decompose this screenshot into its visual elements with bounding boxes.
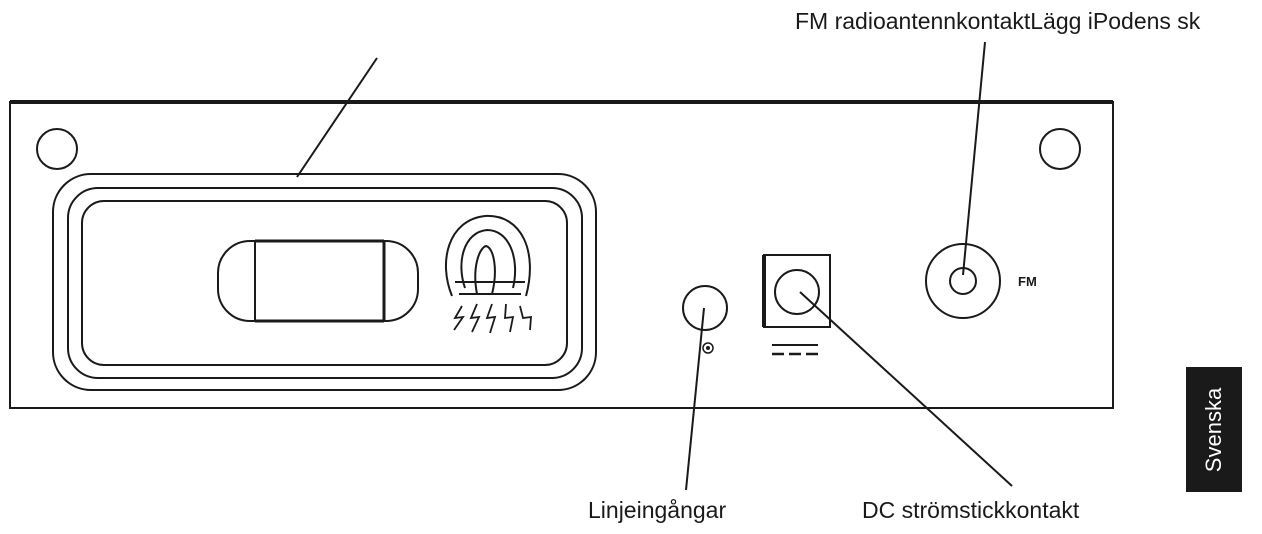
callout-dc-socket: DC strömstickkontakt: [862, 497, 1080, 523]
language-tab-label: Svenska: [1201, 387, 1227, 472]
dock-connector: [217, 239, 419, 323]
leader-line-line-in: [685, 307, 705, 491]
line-in-symbol: [702, 342, 714, 354]
fm-mark: FM: [1018, 274, 1037, 289]
dc-symbol: [772, 344, 818, 356]
language-tab: Svenska: [1186, 367, 1242, 492]
line-in-jack: [682, 285, 728, 331]
callout-fm-connector: FM radioantennkontaktLägg iPodens sk: [795, 8, 1201, 34]
friction-marks: [453, 303, 532, 334]
leader-line-dock: [296, 57, 378, 178]
dock-recess: [52, 173, 597, 391]
cable-clip: [444, 214, 531, 297]
fm-antenna-connector: [925, 243, 1001, 319]
dc-power-socket: [762, 254, 831, 328]
leader-line-dc: [799, 291, 1013, 487]
leader-line-fm: [962, 41, 986, 276]
mounting-hole-right: [1039, 128, 1081, 170]
callout-line-input: Linjeingångar: [588, 497, 727, 523]
mounting-hole-left: [36, 128, 78, 170]
rear-panel: [9, 100, 1114, 409]
